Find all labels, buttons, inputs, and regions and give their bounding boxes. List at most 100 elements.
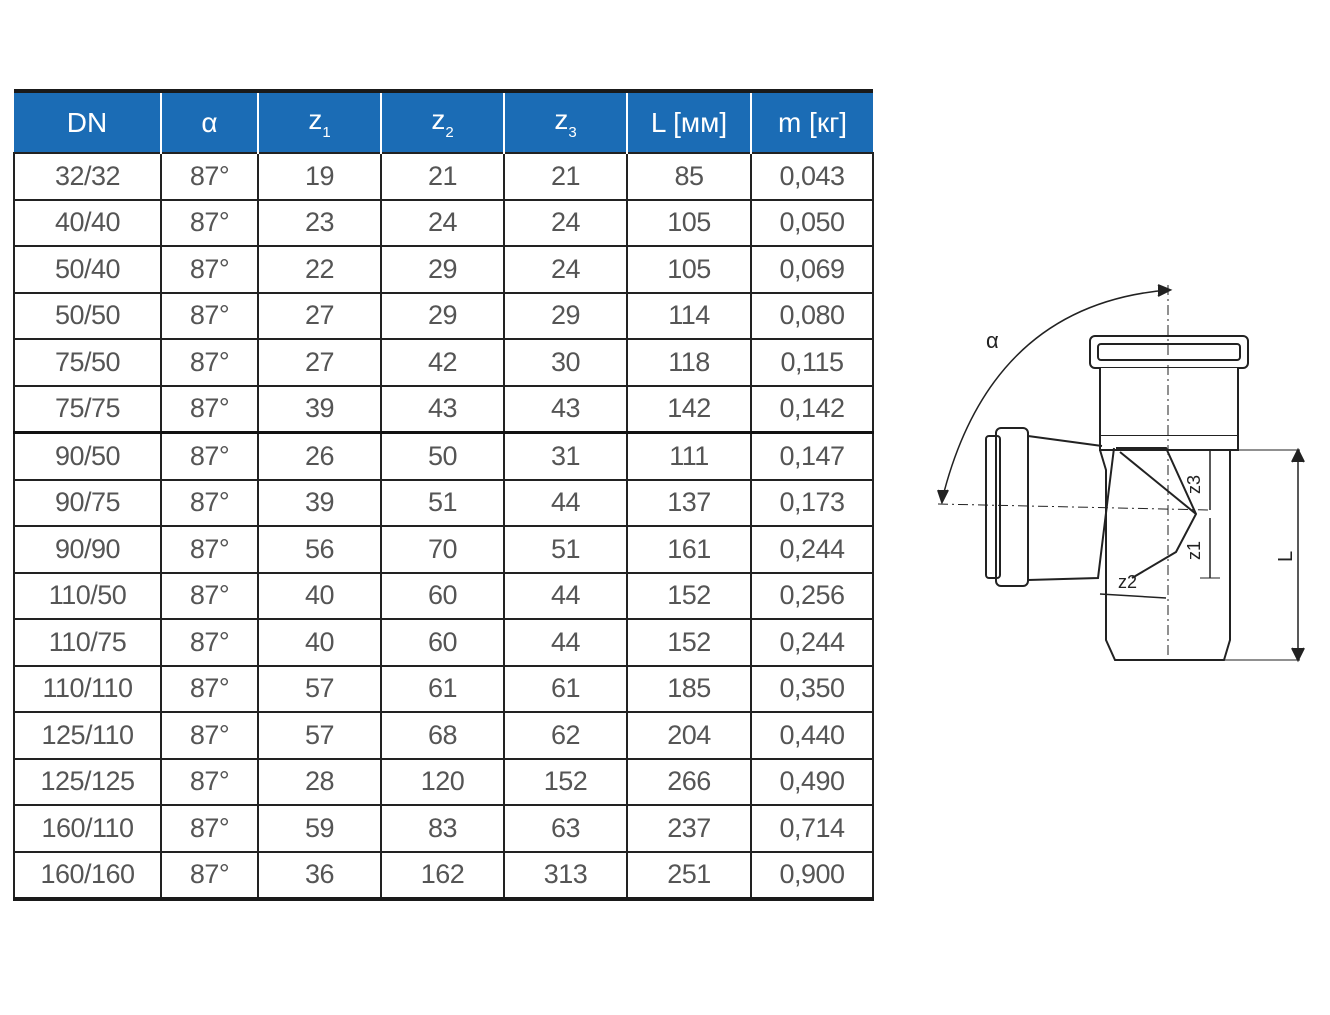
- table-cell: 56: [257, 525, 382, 574]
- table-cell: 87°: [160, 804, 259, 853]
- table-cell: 118: [626, 338, 752, 387]
- table-cell: 87°: [160, 384, 259, 434]
- table-cell: 57: [257, 711, 382, 760]
- column-header: m [кг]: [750, 91, 873, 153]
- table-cell: 87°: [160, 338, 259, 387]
- column-header-subscript: 2: [445, 124, 454, 141]
- table-cell: 60: [380, 618, 505, 667]
- table-cell: 204: [626, 711, 752, 760]
- table-cell: 251: [626, 850, 752, 900]
- table-cell: 0,142: [750, 384, 874, 434]
- table-cell: 75/75: [13, 384, 162, 434]
- table-cell: 0,256: [750, 571, 874, 620]
- table-cell: 90/90: [13, 525, 162, 574]
- table-cell: 0,244: [750, 525, 874, 574]
- table-cell: 105: [626, 198, 752, 247]
- table-cell: 137: [626, 478, 752, 527]
- table-cell: 87°: [160, 478, 259, 527]
- L-label: L: [1275, 551, 1297, 562]
- table-cell: 87°: [160, 431, 259, 481]
- table-cell: 39: [257, 384, 382, 434]
- table-cell: 44: [503, 618, 628, 667]
- column-header-label: DN: [66, 106, 108, 138]
- table-cell: 0,350: [750, 664, 874, 713]
- z3-label: z3: [1184, 475, 1204, 494]
- column-header-label: z: [554, 104, 569, 135]
- table-cell: 313: [503, 850, 628, 900]
- table-cell: 266: [626, 757, 752, 806]
- table-cell: 0,490: [750, 757, 874, 806]
- table-cell: 90/75: [13, 478, 162, 527]
- table-cell: 105: [626, 245, 752, 294]
- column-header: z2: [380, 91, 504, 153]
- table-cell: 0,244: [750, 618, 874, 667]
- table-cell: 125/110: [13, 711, 162, 760]
- table-cell: 21: [380, 152, 505, 201]
- table-cell: 0,714: [750, 804, 874, 853]
- table-cell: 42: [380, 338, 505, 387]
- table-cell: 142: [626, 384, 752, 434]
- table-cell: 87°: [160, 152, 259, 201]
- table-cell: 43: [503, 384, 628, 434]
- column-header: z1: [257, 91, 381, 153]
- table-cell: 152: [503, 757, 628, 806]
- table-cell: 90/50: [13, 431, 162, 481]
- table-cell: 0,050: [750, 198, 874, 247]
- table-cell: 0,115: [750, 338, 874, 387]
- table-cell: 68: [380, 711, 505, 760]
- alpha-label: α: [986, 328, 999, 353]
- table-cell: 125/125: [13, 757, 162, 806]
- table-cell: 60: [380, 571, 505, 620]
- table-cell: 160/160: [13, 850, 162, 900]
- table-cell: 185: [626, 664, 752, 713]
- table-cell: 87°: [160, 850, 259, 900]
- table-cell: 0,440: [750, 711, 874, 760]
- table-cell: 87°: [160, 198, 259, 247]
- column-header-subscript: 3: [568, 124, 577, 141]
- table-cell: 87°: [160, 291, 259, 340]
- table-cell: 40/40: [13, 198, 162, 247]
- table-cell: 87°: [160, 757, 259, 806]
- table-cell: 24: [503, 245, 628, 294]
- table-cell: 19: [257, 152, 382, 201]
- table-cell: 51: [380, 478, 505, 527]
- table-cell: 59: [257, 804, 382, 853]
- table-cell: 44: [503, 478, 628, 527]
- table-cell: 162: [380, 850, 505, 900]
- table-cell: 75/50: [13, 338, 162, 387]
- table-cell: 0,900: [750, 850, 874, 900]
- table-cell: 0,147: [750, 431, 874, 481]
- table-cell: 237: [626, 804, 752, 853]
- table-cell: 114: [626, 291, 752, 340]
- table-cell: 87°: [160, 571, 259, 620]
- table-cell: 22: [257, 245, 382, 294]
- table-cell: 111: [626, 431, 752, 481]
- table-cell: 28: [257, 757, 382, 806]
- table-cell: 29: [380, 291, 505, 340]
- z1-label: z1: [1184, 541, 1204, 560]
- table-cell: 27: [257, 291, 382, 340]
- column-header-label: α: [201, 106, 218, 138]
- table-cell: 0,069: [750, 245, 874, 294]
- table-cell: 61: [380, 664, 505, 713]
- table-cell: 40: [257, 618, 382, 667]
- top-socket: [1089, 335, 1249, 369]
- column-header-subscript: 1: [322, 124, 331, 141]
- table-cell: 0,080: [750, 291, 874, 340]
- table-cell: 160/110: [13, 804, 162, 853]
- z2-label: z2: [1118, 572, 1137, 592]
- table-cell: 70: [380, 525, 505, 574]
- column-header: L [мм]: [626, 91, 751, 153]
